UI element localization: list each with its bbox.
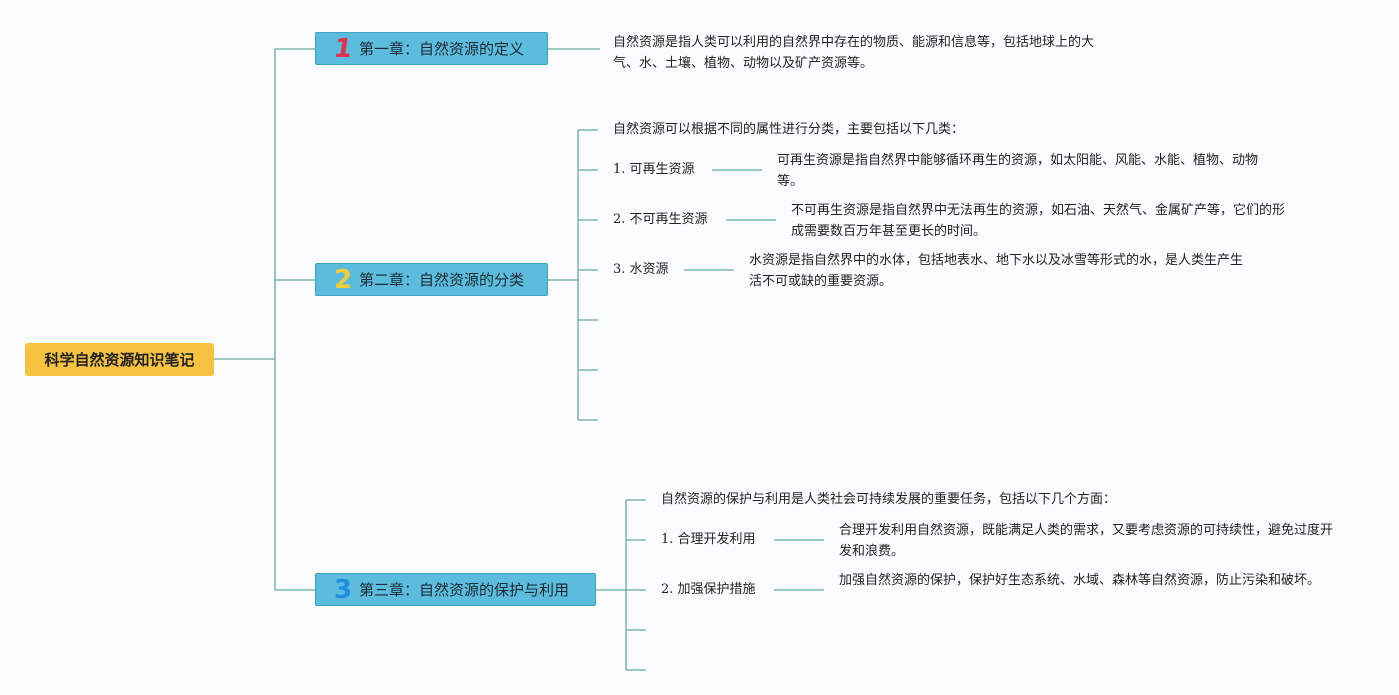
root-node[interactable]: 科学自然资源知识笔记 — [25, 343, 214, 376]
chapter-1-number-icon: 1 — [331, 33, 355, 64]
chapter-1-node[interactable]: 1 第一章：自然资源的定义 — [315, 32, 548, 65]
chapter-3-item-2-detail: 加强自然资源的保护，保护好生态系统、水域、森林等自然资源，防止污染和破坏。 — [839, 573, 1321, 588]
chapter-3-label: 第三章：自然资源的保护与利用 — [359, 581, 570, 599]
chapter-2-label: 第二章：自然资源的分类 — [359, 271, 525, 289]
chapter-2-item-2-label[interactable]: 2. 不可再生资源 — [613, 212, 708, 227]
chapter-2-item-1-detail: 可再生资源是指自然界中能够循环再生的资源，如太阳能、风能、水能、植物、动物等。 — [777, 153, 1259, 189]
chapter-3-item-1-label[interactable]: 1. 合理开发利用 — [661, 532, 756, 547]
chapter-1-description: 自然资源是指人类可以利用的自然界中存在的物质、能源和信息等，包括地球上的大气、水… — [613, 35, 1095, 71]
chapter-3-number-icon: 3 — [333, 574, 353, 605]
chapter-3-node[interactable]: 3 第三章：自然资源的保护与利用 — [315, 573, 596, 606]
chapter-2-item-3-label[interactable]: 3. 水资源 — [613, 262, 669, 277]
chapter-2-node[interactable]: 2 第二章：自然资源的分类 — [315, 263, 548, 296]
chapter-1-label: 第一章：自然资源的定义 — [359, 40, 525, 58]
chapter-2-intro: 自然资源可以根据不同的属性进行分类，主要包括以下几类： — [613, 122, 965, 137]
chapter-3-item-2-label[interactable]: 2. 加强保护措施 — [661, 582, 756, 597]
chapter-3-intro: 自然资源的保护与利用是人类社会可持续发展的重要任务，包括以下几个方面： — [661, 492, 1117, 507]
chapter-3-item-1-detail: 合理开发利用自然资源，既能满足人类的需求，又要考虑资源的可持续性，避免过度开发和… — [839, 523, 1334, 559]
chapter-2-item-1-label[interactable]: 1. 可再生资源 — [613, 162, 695, 177]
root-label: 科学自然资源知识笔记 — [44, 351, 195, 369]
chapter-2-item-3-detail: 水资源是指自然界中的水体，包括地表水、地下水以及冰雪等形式的水，是人类生产生活不… — [749, 253, 1244, 289]
chapter-2-item-2-detail: 不可再生资源是指自然界中无法再生的资源，如石油、天然气、金属矿产等，它们的形成需… — [791, 203, 1286, 239]
chapter-2-number-icon: 2 — [333, 264, 353, 295]
